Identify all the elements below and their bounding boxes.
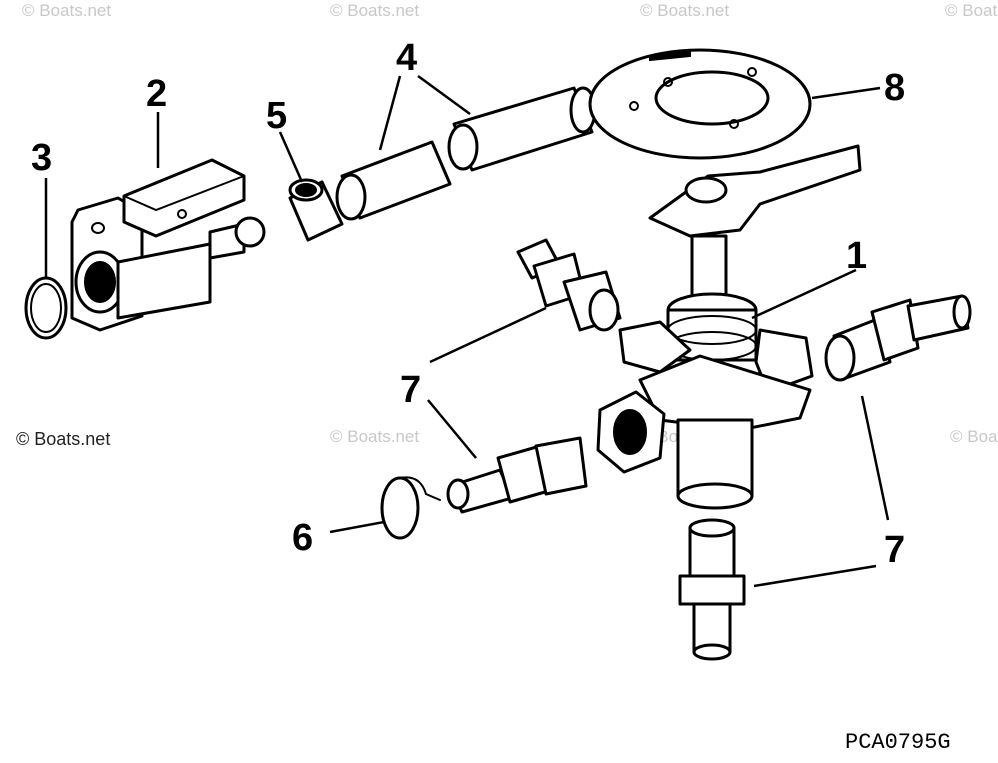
fuel-valve-part	[596, 144, 862, 510]
fitting-bottom	[678, 518, 746, 661]
fitting-lower-left	[446, 436, 588, 514]
o-ring-part	[24, 276, 68, 340]
callout-1: 1	[846, 235, 867, 277]
callout-7-left: 7	[400, 369, 421, 411]
callout-5: 5	[266, 95, 287, 137]
callout-4: 4	[396, 37, 417, 79]
gasket-part	[588, 48, 812, 160]
sleeve-part	[288, 178, 344, 242]
clip-part	[380, 476, 441, 540]
callout-3: 3	[31, 137, 52, 179]
watermark-top-left: © Boats.net	[22, 1, 111, 20]
fitting-right	[824, 294, 972, 382]
watermark-visible: © Boats.net	[16, 429, 110, 449]
watermark-mid-center: © Boats.net	[330, 427, 419, 446]
callout-6: 6	[292, 517, 313, 559]
callout-8: 8	[884, 67, 905, 109]
leader-lines	[44, 74, 890, 588]
hose-part	[335, 86, 597, 221]
connector-part	[70, 158, 266, 332]
watermark-top-center: © Boats.net	[330, 1, 419, 20]
watermark-mid-edge: © Boats.net	[950, 427, 998, 446]
watermark-top-edge: © Boats.net	[945, 1, 998, 20]
callout-7-right: 7	[884, 529, 905, 571]
watermark-top-right: © Boats.net	[640, 1, 729, 20]
diagram-code: PCA0795G	[845, 730, 951, 755]
fitting-upper-left	[516, 238, 622, 332]
callout-2: 2	[146, 73, 167, 115]
